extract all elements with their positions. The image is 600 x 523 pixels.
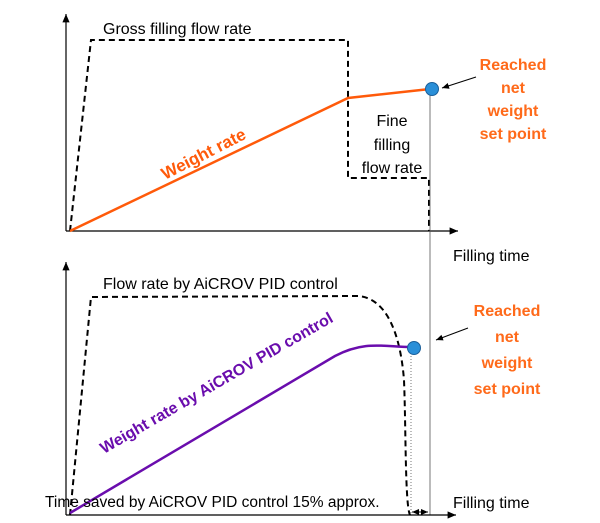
top-setpoint-3: weight bbox=[487, 103, 539, 120]
bottom-chart: Flow rate by AiCROV PID control Weight r… bbox=[45, 262, 541, 519]
pid-weight-label: Weight rate by AiCROV PID control bbox=[98, 310, 337, 458]
bottom-setpoint-1: Reached bbox=[474, 303, 541, 320]
top-chart: Gross filling flow rate Weight rate Fine… bbox=[62, 13, 547, 515]
weight-rate-line bbox=[69, 87, 431, 233]
pid-setpoint-arrow bbox=[435, 327, 469, 341]
top-setpoint-1: Reached bbox=[480, 57, 547, 74]
fine-label-1: Fine bbox=[376, 113, 407, 130]
top-setpoint-2: net bbox=[501, 80, 526, 97]
fine-label-3: flow rate bbox=[362, 160, 423, 177]
setpoint-arrow bbox=[441, 76, 477, 89]
top-setpoint-4: set point bbox=[480, 126, 547, 143]
pid-flow-label: Flow rate by AiCROV PID control bbox=[103, 276, 338, 293]
time-saved-label: Time saved by AiCROV PID control 15% app… bbox=[45, 494, 380, 511]
top-x-label: Filling time bbox=[453, 248, 530, 265]
pid-weight-rate-line bbox=[69, 344, 413, 515]
gross-flow-label: Gross filling flow rate bbox=[103, 21, 252, 38]
weight-rate-label: Weight rate bbox=[158, 125, 249, 184]
bottom-setpoint-2: net bbox=[495, 329, 520, 346]
gross-flow-rate-line bbox=[69, 39, 430, 232]
bottom-setpoint-3: weight bbox=[481, 355, 533, 372]
bottom-setpoint-4: set point bbox=[474, 381, 541, 398]
fine-label-2: filling bbox=[374, 137, 410, 154]
setpoint-dot bbox=[425, 82, 439, 96]
bottom-x-label: Filling time bbox=[453, 495, 530, 512]
pid-setpoint-dot bbox=[407, 341, 421, 355]
